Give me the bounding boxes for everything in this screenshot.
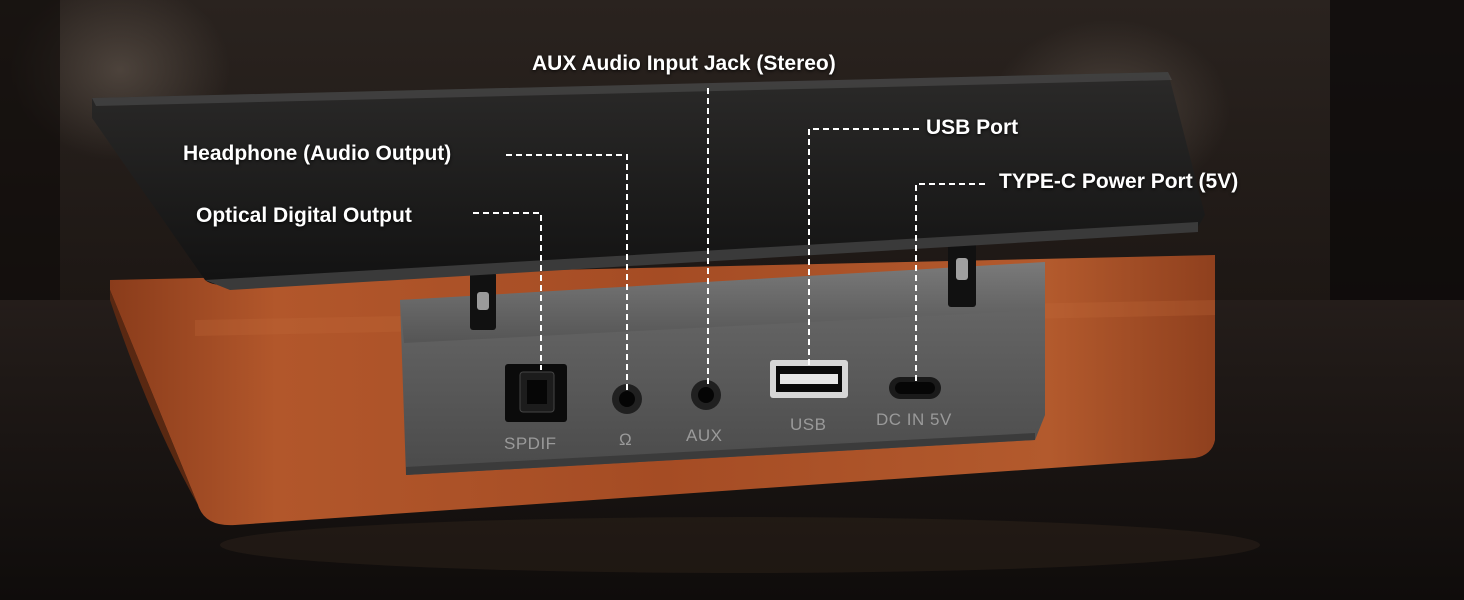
aux-callout-label: AUX Audio Input Jack (Stereo)	[532, 52, 836, 75]
leader-lines	[473, 88, 985, 390]
aux-jack	[691, 380, 721, 410]
usb-callout-label: USB Port	[926, 116, 1019, 139]
headphone-callout-label: Headphone (Audio Output)	[183, 142, 452, 165]
typec-callout-label: TYPE-C Power Port (5V)	[999, 170, 1239, 193]
spdif-print: SPDIF	[504, 434, 557, 453]
optical-callout-label: Optical Digital Output	[196, 204, 412, 227]
headphone-jack	[612, 384, 642, 414]
type-c-port	[889, 377, 941, 399]
usb-print: USB	[790, 415, 827, 434]
usb-port	[770, 360, 848, 398]
aux-print: AUX	[686, 426, 723, 445]
dc-in-print: DC IN 5V	[876, 410, 952, 429]
headphone-symbol-print: Ω	[619, 430, 633, 449]
spdif-port	[505, 364, 567, 422]
